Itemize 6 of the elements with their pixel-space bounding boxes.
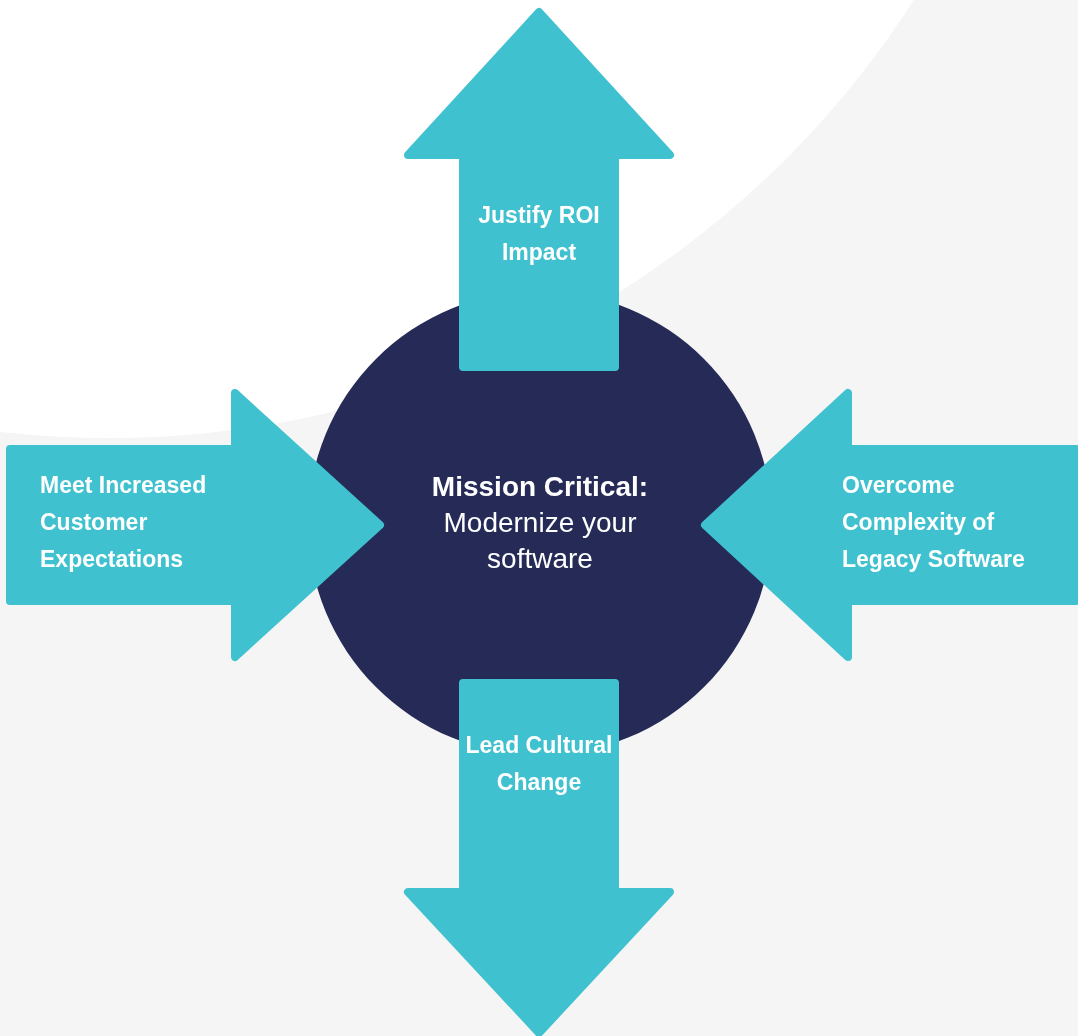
arrow-label: Justify ROI Impact [477,201,601,267]
arrow-label: Lead Cultural Change [464,731,614,797]
circle-heading: Mission Critical: [430,470,650,504]
circle-text: Modernize your software [442,506,638,576]
arrow-label: Meet Increased Customer Expectations [40,471,208,574]
arrow-label: Overcome Complexity of Legacy Software [842,471,1026,574]
